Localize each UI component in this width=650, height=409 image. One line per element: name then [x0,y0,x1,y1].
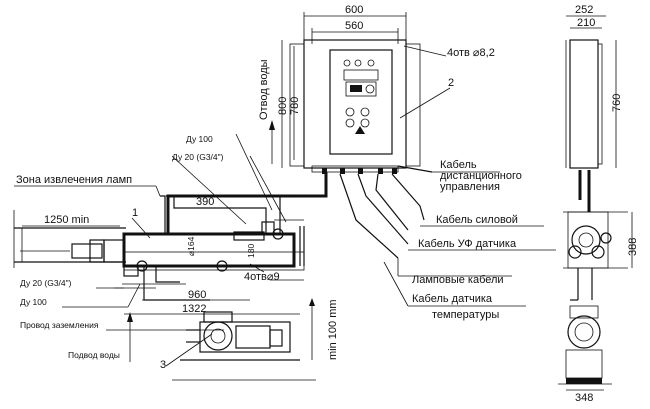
side-view [558,39,628,385]
label-cable-temp-1: Кабель датчика [412,293,493,305]
side-view-dimensions: 252 210 760 388 348 [566,4,639,404]
label-lamp-zone: Зона извлечения ламп [16,174,132,186]
pump [172,311,316,381]
dim-390: 390 [196,196,214,208]
dim-min-100: min 100 mm [327,299,339,360]
leader-lines [14,133,556,367]
label-cable-uv: Кабель УФ датчика [418,238,517,250]
label-water-in: Подвод воды [68,350,120,360]
callout-2: 2 [448,77,454,89]
label-du100-bottom: Ду 100 [20,297,47,307]
dim-side-height: 760 [611,94,623,112]
dim-side-lower: 388 [627,238,639,256]
dim-180: 180 [246,244,256,258]
uv-reactor [13,195,305,301]
label-holes-bottom: 4отв⌀9 [244,271,280,283]
dim-cabinet-inner-height: 780 [289,97,301,115]
dim-1322: 1322 [182,303,206,315]
label-cable-temp-2: температуры [432,309,499,321]
callout-1: 1 [132,207,138,219]
label-cable-power: Кабель силовой [436,214,518,226]
label-ground-wire: Провод заземления [20,320,99,330]
callout-3: 3 [160,359,166,371]
label-cable-remote-3: управления [440,181,500,193]
label-du100-top: Ду 100 [186,134,213,144]
cable-runs [166,165,433,259]
dim-164: ⌀164 [186,236,196,256]
label-lamp-cables: Ламповые кабели [412,274,504,286]
label-du20-bottom: Ду 20 (G3/4") [20,278,72,288]
dim-1250: 1250 min [44,214,89,226]
dim-side-inner: 210 [577,17,595,29]
dim-cabinet-inner-width: 560 [345,20,363,32]
control-cabinet [289,39,421,174]
cabinet-dimensions: 600 560 800 780 4отв ⌀8,2 2 [277,4,495,168]
dim-cabinet-outer-height: 800 [277,97,289,115]
dim-cabinet-outer-width: 600 [345,4,363,16]
cabinet-holes-label: 4отв ⌀8,2 [447,47,495,59]
label-du20-top: Ду 20 (G3/4") [172,152,224,162]
dim-960: 960 [188,289,206,301]
reactor-dimensions: 1250 min 390 ⌀164 180 960 1322 min 100 m… [22,196,339,360]
label-cable-remote-1: Кабель [440,159,477,171]
dim-side-outer: 252 [575,4,593,16]
label-water-out: Отвод воды [258,59,270,120]
direction-arrows [127,120,315,362]
dim-side-bottom: 348 [575,392,593,404]
label-cable-remote-2: дистанционного [440,170,522,182]
